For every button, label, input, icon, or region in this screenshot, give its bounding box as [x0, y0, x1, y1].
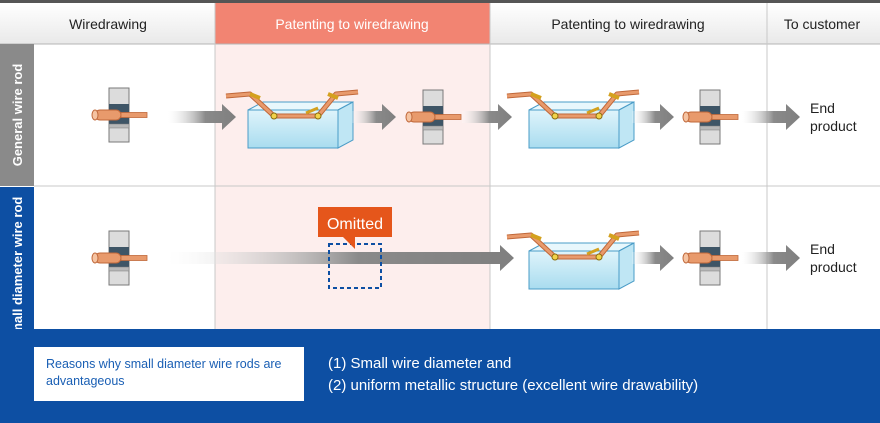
arrow-icon	[742, 104, 800, 130]
row-label-small: Small diameter wire rod	[10, 197, 25, 344]
header-highlight	[215, 3, 490, 44]
end-product-label: product	[810, 118, 857, 134]
long-arrow-icon	[168, 245, 514, 271]
arrow-icon	[352, 104, 396, 130]
row-label-general-bg	[0, 44, 34, 186]
end-product-label: End	[810, 100, 835, 116]
arrow-icon	[462, 104, 512, 130]
reasons-text: (1) Small wire diameter and (2) uniform …	[328, 353, 698, 397]
col-header-patenting-2: Patenting to wiredrawing	[551, 16, 704, 32]
col-header-customer: To customer	[784, 16, 861, 32]
arrow-icon	[632, 104, 674, 130]
col-header-wiredrawing: Wiredrawing	[69, 16, 147, 32]
omitted-label: Omitted	[327, 216, 383, 233]
row-label-general: General wire rod	[10, 64, 25, 167]
arrow-icon	[742, 245, 800, 271]
reason-point-2: (2) uniform metallic structure (excellen…	[328, 377, 699, 394]
reasons-label-box: Reasons why small diameter wire rods are…	[34, 347, 304, 401]
top-rule	[0, 0, 880, 3]
reasons-label: Reasons why small diameter wire rods are…	[46, 357, 282, 388]
col-header-patenting-1: Patenting to wiredrawing	[275, 16, 428, 32]
reason-point-1: (1) Small wire diameter and	[328, 355, 512, 372]
end-product-label: product	[810, 259, 857, 275]
arrow-icon	[168, 104, 236, 130]
arrow-icon	[632, 245, 674, 271]
end-product-label: End	[810, 241, 835, 257]
omitted-step-box	[328, 243, 382, 289]
omitted-callout	[318, 207, 392, 237]
